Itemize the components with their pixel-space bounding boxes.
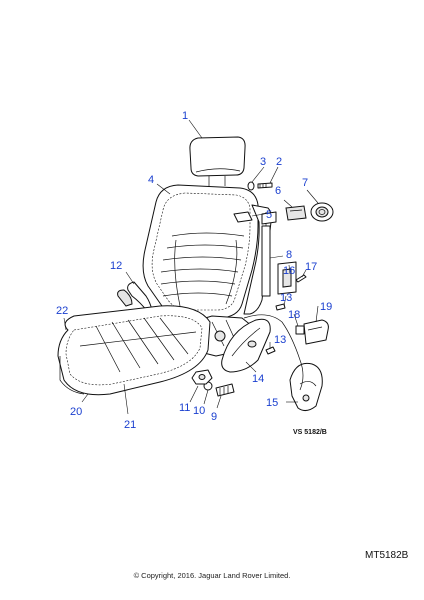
rail-8	[261, 225, 271, 297]
callout-17: 17	[305, 261, 317, 273]
callout-13a: 13	[280, 292, 292, 304]
side-cover-14	[221, 318, 271, 373]
callout-3: 3	[260, 156, 266, 168]
block-6	[285, 205, 307, 221]
washer-3	[247, 181, 255, 191]
callout-4: 4	[148, 174, 154, 186]
screw-13a	[275, 303, 286, 311]
cable	[243, 314, 304, 391]
clip-5	[233, 211, 277, 225]
leader-lines	[63, 119, 319, 415]
trim-15	[289, 362, 323, 412]
lever-12	[117, 281, 153, 313]
cover-19	[303, 319, 329, 345]
callout-10: 10	[193, 405, 205, 417]
callout-14: 14	[252, 373, 264, 385]
callout-6: 6	[275, 185, 281, 197]
callout-21: 21	[124, 419, 136, 431]
callout-13b: 13	[274, 334, 286, 346]
callouts: 1 2 3 4 5 6 7 8 9 10 11 12 13 13 14 15 1…	[56, 110, 332, 431]
screw-13b	[265, 346, 276, 355]
callout-9: 9	[211, 411, 217, 423]
diagram-code: MT5182B	[365, 550, 409, 561]
screw-17	[295, 274, 307, 283]
headrest	[189, 136, 246, 186]
screw-2	[257, 182, 273, 189]
copyright: © Copyright, 2016. Jaguar Land Rover Lim…	[134, 571, 291, 580]
bracket-16	[277, 261, 297, 295]
seat-cushion	[57, 305, 211, 396]
callout-2: 2	[276, 156, 282, 168]
callout-8: 8	[286, 249, 292, 261]
callout-11: 11	[179, 402, 190, 414]
callout-16: 16	[283, 265, 295, 277]
callout-18: 18	[288, 309, 300, 321]
grommet-7	[310, 202, 334, 222]
callout-20: 20	[70, 406, 82, 418]
bolt-18	[295, 325, 305, 335]
callout-19: 19	[320, 301, 332, 313]
stud-9	[215, 383, 235, 397]
drawing-ref: VS 5182/B	[293, 429, 327, 436]
nut-11	[191, 369, 213, 385]
callout-5: 5	[266, 209, 272, 221]
callout-12: 12	[110, 260, 122, 272]
seat-back	[142, 184, 259, 319]
callout-15: 15	[266, 397, 278, 409]
callout-1: 1	[182, 110, 188, 122]
callout-22: 22	[56, 305, 68, 317]
callout-7: 7	[302, 177, 308, 189]
